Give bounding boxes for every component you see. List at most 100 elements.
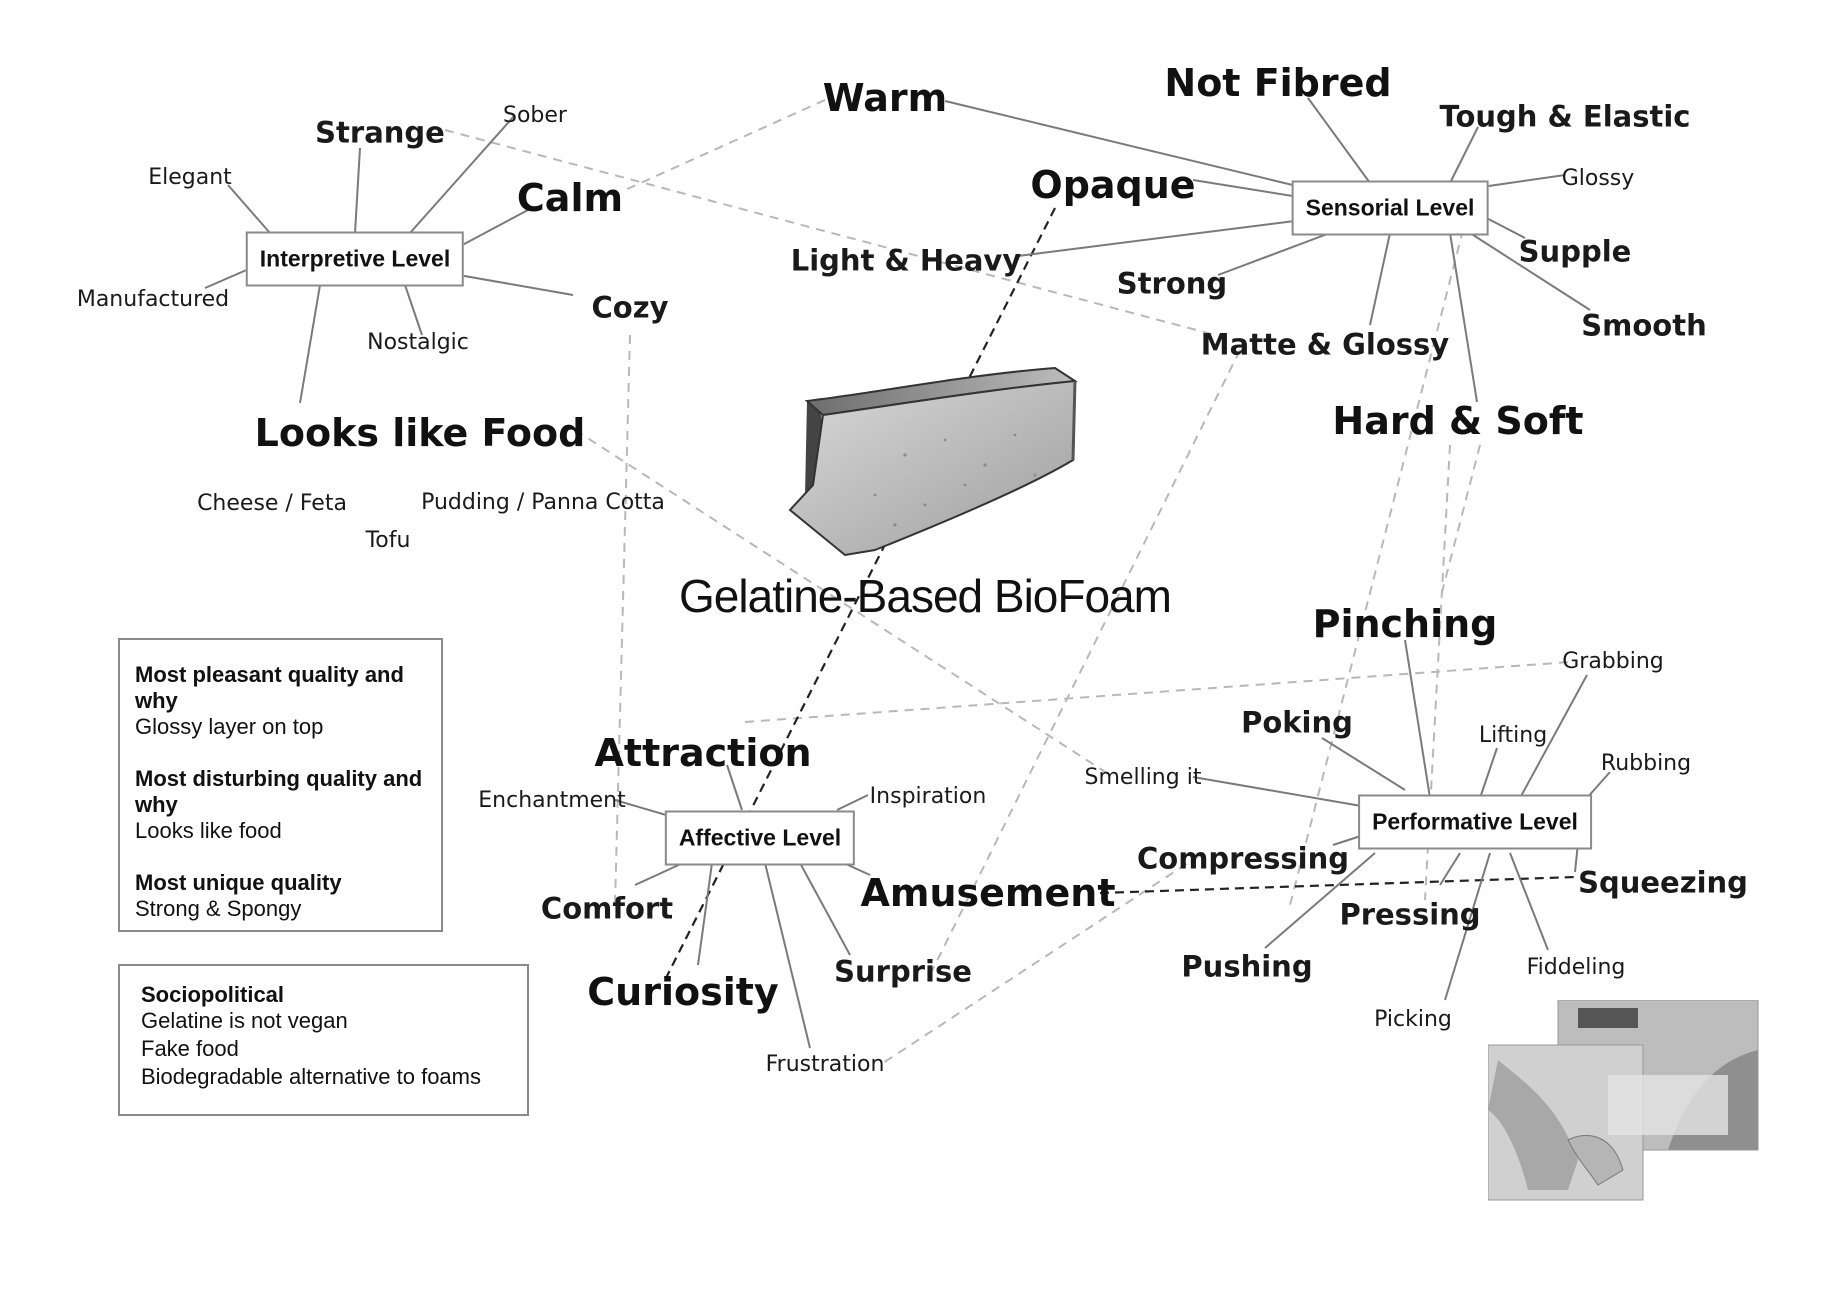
spoke-picking	[1444, 852, 1491, 1001]
unique-heading: Most unique quality	[135, 870, 342, 895]
spoke-elegant	[227, 184, 271, 234]
spoke-not-fibred	[1307, 97, 1371, 184]
term-picking: Picking	[1374, 1007, 1452, 1032]
interpretive-level-node[interactable]: Interpretive Level	[245, 231, 465, 287]
sensorial-level-node[interactable]: Sensorial Level	[1291, 180, 1489, 236]
unique-text: Strong & Spongy	[135, 896, 302, 921]
hand-photo	[1488, 1000, 1759, 1201]
term-comfort: Comfort	[540, 891, 674, 926]
link-attraction-grabbing	[744, 661, 1571, 723]
sociopolitical-line1: Gelatine is not vegan	[141, 1008, 348, 1033]
term-glossy: Glossy	[1561, 166, 1635, 191]
link-strange-matte	[444, 129, 1216, 336]
link-amusement-squeezing	[1099, 875, 1576, 895]
term-warm: Warm	[822, 76, 948, 120]
term-hard-soft: Hard & Soft	[1332, 399, 1584, 443]
dashed-links	[444, 99, 1571, 1066]
spoke-grabbing	[1519, 674, 1588, 799]
link-hardsoft-pressing	[1424, 444, 1451, 901]
qualities-box: Most pleasant quality and why Glossy lay…	[118, 638, 443, 932]
pleasant-heading: Most pleasant quality and why	[135, 662, 404, 713]
link-warm-calm	[624, 99, 826, 191]
spoke-opaque	[1192, 179, 1306, 199]
center-title: Gelatine-Based BioFoam	[679, 570, 1172, 622]
term-not-fibred: Not Fibred	[1164, 61, 1392, 105]
sociopolitical-heading: Sociopolitical	[141, 982, 285, 1007]
affective-level-node[interactable]: Affective Level	[664, 810, 856, 866]
spoke-lifting	[1479, 747, 1498, 799]
term-manufactured: Manufactured	[76, 287, 230, 312]
term-smelling: Smelling it	[1084, 765, 1202, 790]
term-tough-elastic: Tough & Elastic	[1439, 99, 1691, 134]
term-compressing: Compressing	[1136, 841, 1350, 876]
link-hardsoft-pinching	[1439, 444, 1481, 601]
spoke-strong	[1217, 232, 1331, 276]
term-nostalgic: Nostalgic	[367, 330, 469, 355]
pleasant-text: Glossy layer on top	[135, 714, 324, 739]
term-enchantment: Enchantment	[478, 788, 626, 813]
term-lifting: Lifting	[1478, 723, 1548, 748]
term-elegant: Elegant	[148, 165, 232, 190]
term-squeezing: Squeezing	[1578, 865, 1748, 900]
term-rubbing: Rubbing	[1600, 751, 1692, 776]
link-supple-compressing	[1289, 182, 1476, 906]
term-pressing: Pressing	[1339, 897, 1481, 932]
link-matte-surprise	[929, 349, 1241, 976]
term-strong: Strong	[1116, 266, 1228, 301]
term-calm: Calm	[516, 176, 624, 220]
spoke-cozy	[452, 273, 574, 296]
term-light-heavy: Light & Heavy	[790, 243, 1022, 278]
spoke-poking	[1321, 737, 1406, 791]
term-tofu: Tofu	[365, 528, 411, 553]
spoke-looks-like-food	[299, 284, 321, 404]
spoke-fiddeling	[1509, 852, 1549, 951]
term-matte-glossy: Matte & Glossy	[1200, 327, 1450, 362]
term-strange: Strange	[315, 115, 445, 150]
term-pudding: Pudding / Panna Cotta	[421, 490, 665, 515]
sociopolitical-box: Sociopolitical Gelatine is not vegan Fak…	[118, 964, 529, 1116]
spoke-glossy	[1474, 174, 1566, 189]
term-surprise: Surprise	[834, 954, 972, 989]
term-supple: Supple	[1518, 234, 1632, 269]
term-attraction: Attraction	[594, 731, 812, 775]
spoke-inspiration	[836, 794, 869, 811]
term-frustration: Frustration	[765, 1052, 885, 1077]
spoke-light-heavy	[1017, 217, 1319, 257]
spoke-hard-soft	[1449, 232, 1478, 403]
term-poking: Poking	[1241, 705, 1353, 740]
link-cozy-comfort	[614, 334, 631, 906]
term-fiddeling: Fiddeling	[1526, 955, 1626, 980]
term-pushing: Pushing	[1181, 949, 1313, 984]
term-grabbing: Grabbing	[1562, 649, 1664, 674]
spoke-nostalgic	[404, 284, 423, 336]
spoke-matte	[1369, 232, 1391, 326]
term-opaque: Opaque	[1030, 163, 1196, 207]
spoke-warm	[944, 100, 1306, 189]
sociopolitical-line3: Biodegradable alternative to foams	[141, 1064, 481, 1089]
spoke-smelling	[1192, 776, 1374, 809]
spoke-comfort	[634, 862, 684, 886]
spoke-smooth	[1469, 232, 1591, 311]
spoke-pushing	[1264, 852, 1376, 949]
spoke-calm	[452, 209, 529, 251]
spoke-sober	[409, 114, 516, 234]
term-smooth: Smooth	[1581, 308, 1707, 343]
performative-level-node[interactable]: Performative Level	[1358, 794, 1592, 850]
spoke-strange	[354, 147, 361, 234]
spoke-attraction	[726, 764, 743, 811]
spoke-surprise	[799, 862, 851, 956]
link-food-smelling	[574, 429, 1111, 776]
foam-block-image	[788, 366, 1078, 557]
term-pinching: Pinching	[1312, 602, 1498, 646]
disturbing-text: Looks like food	[135, 818, 282, 843]
term-cheese-feta: Cheese / Feta	[197, 491, 347, 516]
term-sober: Sober	[503, 103, 567, 128]
term-curiosity: Curiosity	[587, 970, 779, 1014]
spoke-curiosity	[697, 862, 713, 966]
sociopolitical-line2: Fake food	[141, 1036, 239, 1061]
term-amusement: Amusement	[860, 871, 1116, 915]
spoke-pinching	[1404, 639, 1431, 799]
solid-links	[204, 97, 1611, 1049]
term-inspiration: Inspiration	[869, 784, 987, 809]
